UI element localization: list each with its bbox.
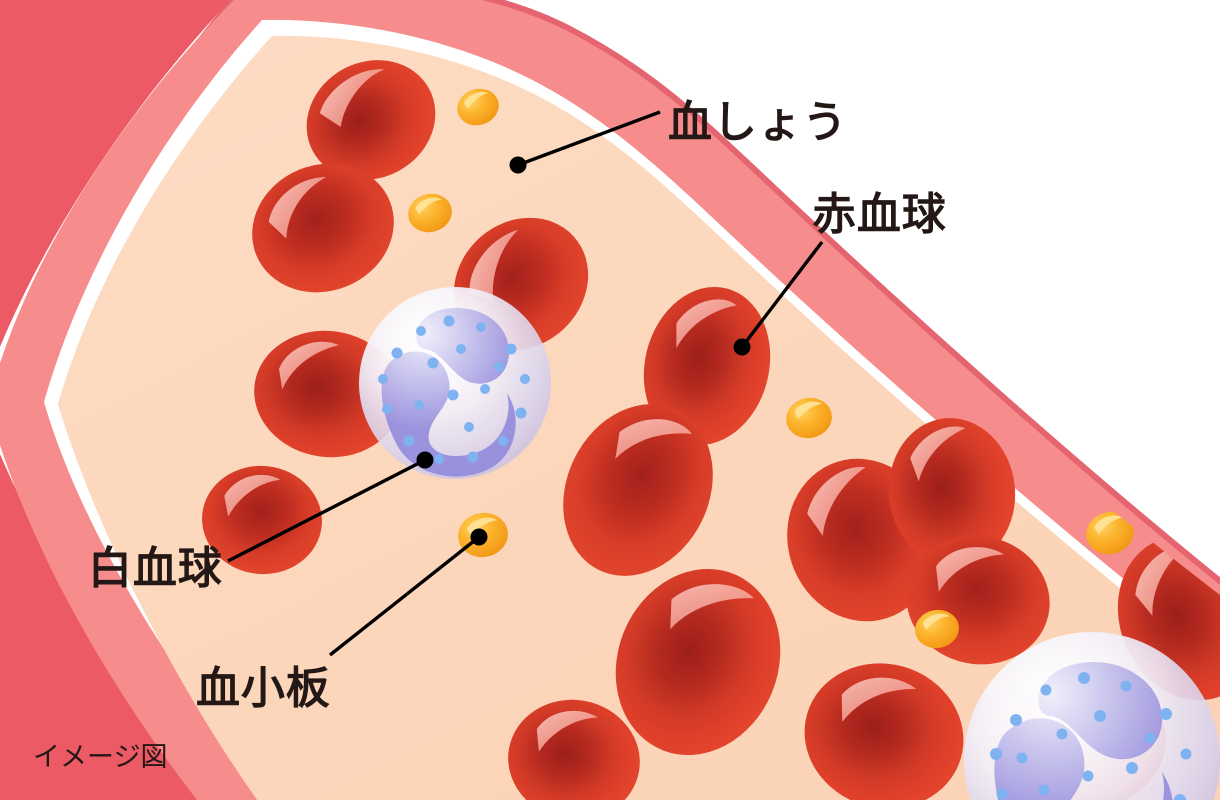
leader-line-red-blood-cell bbox=[733, 240, 824, 356]
leader-line-white-blood-cell bbox=[227, 451, 434, 563]
platelet bbox=[786, 397, 832, 439]
red-blood-cell bbox=[1146, 358, 1220, 502]
red-blood-cell bbox=[563, 404, 713, 576]
red-blood-cell bbox=[615, 568, 781, 756]
figure-caption: イメージ図 bbox=[33, 742, 168, 772]
leader-line-platelet bbox=[328, 528, 488, 657]
red-blood-cell bbox=[202, 465, 322, 575]
platelet bbox=[1086, 511, 1134, 555]
platelet bbox=[915, 609, 959, 649]
white-blood-cell bbox=[359, 287, 551, 479]
platelet bbox=[408, 193, 452, 233]
platelet bbox=[457, 88, 499, 126]
leader-line-plasma bbox=[509, 110, 661, 174]
red-blood-cell bbox=[888, 418, 1016, 566]
white-blood-cell-granules bbox=[378, 315, 530, 464]
red-blood-cell bbox=[508, 699, 640, 800]
red-blood-cell bbox=[252, 163, 394, 293]
label-plasma: 血しょう bbox=[668, 98, 848, 147]
leader-lines-group bbox=[227, 110, 824, 657]
red-blood-cell bbox=[643, 286, 771, 446]
label-red-blood-cell: 赤血球 bbox=[812, 190, 947, 239]
red-blood-cell bbox=[306, 60, 436, 180]
white-blood-cell-granules bbox=[990, 672, 1192, 800]
label-platelet: 血小板 bbox=[196, 664, 331, 713]
vessel-outer-wall bbox=[0, 0, 233, 800]
white-blood-cell bbox=[964, 632, 1220, 800]
platelet bbox=[1187, 311, 1220, 349]
red-blood-cell bbox=[804, 663, 964, 800]
blood-cells-group bbox=[202, 60, 1220, 800]
label-white-blood-cell: 白血球 bbox=[88, 544, 223, 593]
vessel-inner-wall-edge bbox=[481, 0, 1220, 585]
